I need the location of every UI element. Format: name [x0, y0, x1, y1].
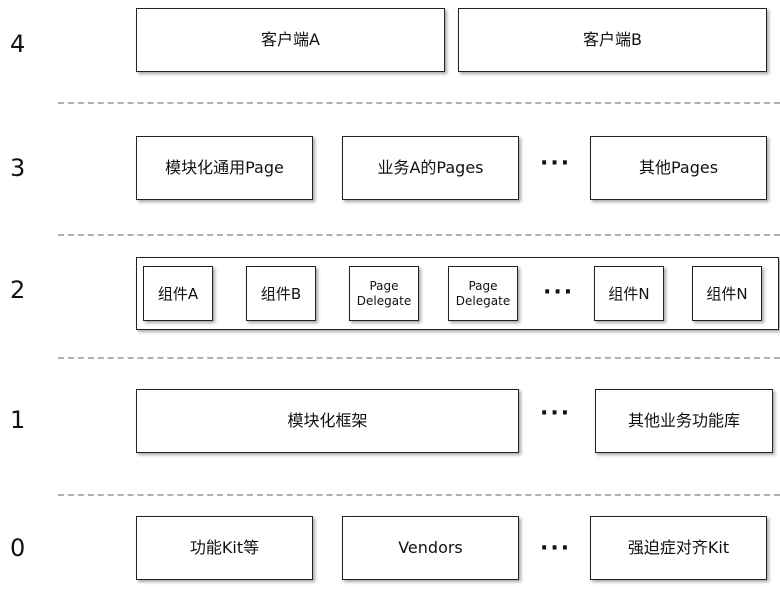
layer-2-ellipsis: ···: [543, 280, 575, 305]
layer-number-1: 1: [10, 406, 26, 434]
layer-number-4: 4: [10, 30, 26, 58]
modular-framework-box: 模块化框架: [136, 389, 519, 453]
layer-number-2: 2: [10, 276, 26, 304]
layer-0-ellipsis: ···: [540, 536, 572, 561]
business-a-pages-box: 业务A的Pages: [342, 136, 519, 200]
component-b-box: 组件B: [246, 266, 316, 321]
layer-divider: [58, 494, 780, 496]
component-a-box: 组件A: [143, 266, 213, 321]
vendors-box: Vendors: [342, 516, 519, 580]
layer-divider: [58, 357, 780, 359]
layer-divider: [58, 234, 780, 236]
component-n-box: 组件N: [594, 266, 664, 321]
layer-number-0: 0: [10, 534, 26, 562]
component-n-box: 组件N: [692, 266, 762, 321]
layer-3-ellipsis: ···: [540, 151, 572, 176]
layer-divider: [58, 102, 780, 104]
other-business-libraries-box: 其他业务功能库: [595, 389, 773, 453]
page-delegate-box: Page Delegate: [349, 266, 419, 321]
client-a-box: 客户端A: [136, 8, 445, 72]
alignment-kit-box: 强迫症对齐Kit: [590, 516, 767, 580]
page-delegate-box: Page Delegate: [448, 266, 518, 321]
modular-common-page-box: 模块化通用Page: [136, 136, 313, 200]
function-kit-box: 功能Kit等: [136, 516, 313, 580]
other-pages-box: 其他Pages: [590, 136, 767, 200]
client-b-box: 客户端B: [458, 8, 767, 72]
layer-1-ellipsis: ···: [540, 401, 572, 426]
layer-number-3: 3: [10, 154, 26, 182]
